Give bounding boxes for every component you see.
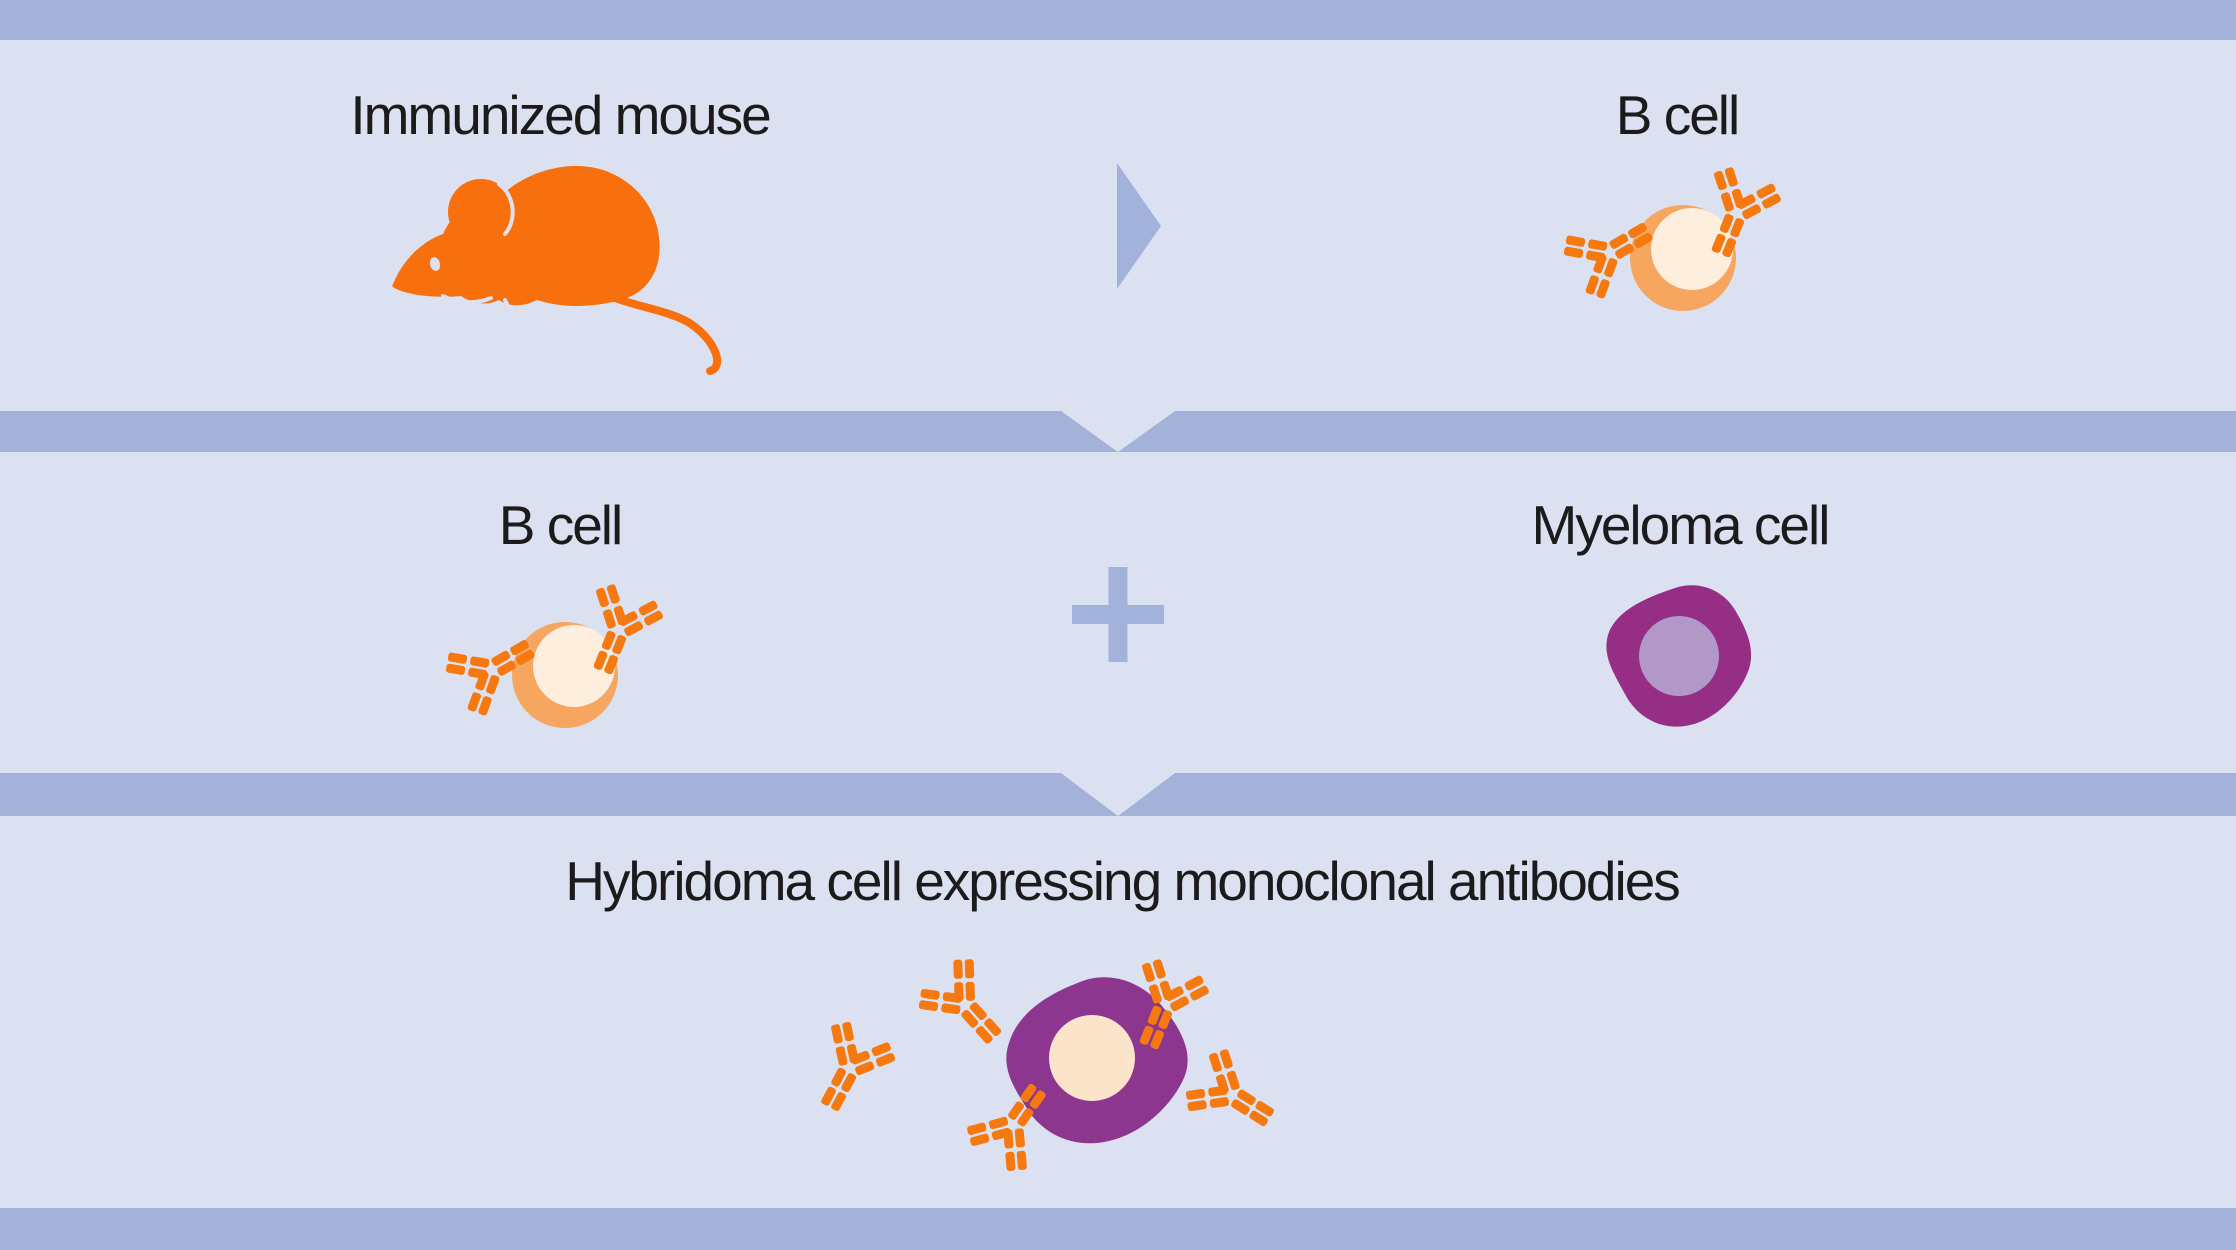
mouse-icon (392, 165, 722, 375)
arrow-right-icon (1117, 163, 1161, 289)
antibody-icon (909, 949, 1023, 1063)
antibody-icon (1177, 1041, 1290, 1151)
myeloma-cell-label: Myeloma cell (1531, 494, 1831, 556)
top-border-band (0, 0, 2236, 40)
b-cell-icon (1553, 126, 1813, 376)
hybridoma-caption: Hybridoma cell expressing monoclonal ant… (565, 850, 1681, 912)
mouse-eye (429, 257, 441, 271)
myeloma-nucleus (1639, 616, 1719, 696)
myeloma-cell-icon (1606, 585, 1752, 727)
chevron-down-icon (1061, 773, 1175, 816)
separator-band-1 (0, 411, 2236, 452)
chevron-down-icon (1061, 411, 1175, 452)
b-cell-label-row2: B cell (498, 494, 623, 556)
antibody-icon (796, 1014, 903, 1125)
hybridoma-cell-icon (796, 949, 1290, 1181)
separator-band-2 (0, 773, 2236, 816)
b-cell-label-row1: B cell (1615, 84, 1740, 146)
plus-icon (1072, 567, 1164, 662)
immunized-mouse-label: Immunized mouse (350, 84, 771, 146)
hybridoma-nucleus (1049, 1015, 1135, 1101)
bottom-border-band (0, 1208, 2236, 1250)
b-cell-icon (435, 543, 695, 793)
mouse-ear (448, 179, 514, 245)
